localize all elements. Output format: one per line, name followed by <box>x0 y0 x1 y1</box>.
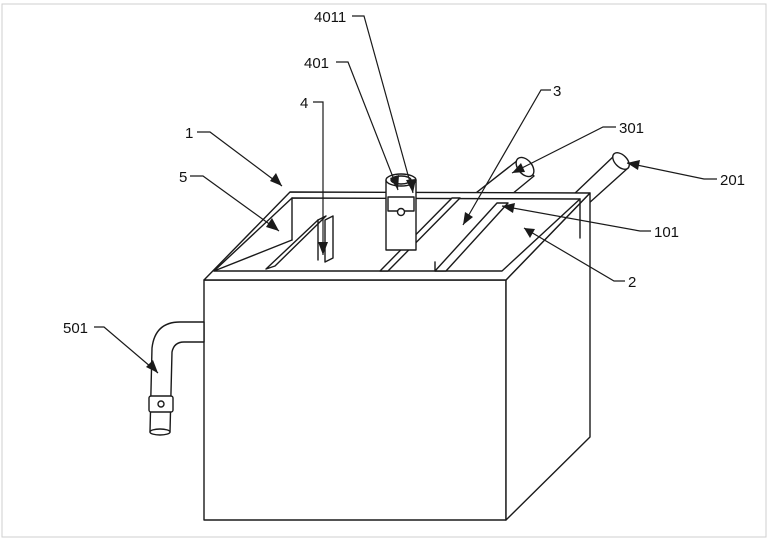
leader-lines <box>94 15 717 374</box>
partition-middle <box>379 197 461 272</box>
label-5: 5 <box>179 169 187 186</box>
figure-frame <box>1 3 767 538</box>
partition-101 <box>434 202 509 272</box>
label-1: 1 <box>185 125 193 142</box>
label-501: 501 <box>63 320 88 337</box>
label-3: 3 <box>553 83 561 100</box>
partition-5 <box>265 215 327 270</box>
arrowheads <box>146 160 640 373</box>
label-4: 4 <box>300 95 308 112</box>
label-4011: 4011 <box>314 9 346 26</box>
tank-front-face <box>203 279 507 521</box>
label-2: 2 <box>628 274 636 291</box>
partition-4 <box>324 215 334 263</box>
label-401: 401 <box>304 55 329 72</box>
outlet-pipe <box>148 321 205 436</box>
label-201: 201 <box>720 172 745 189</box>
label-101: 101 <box>654 224 679 241</box>
label-301: 301 <box>619 120 644 137</box>
